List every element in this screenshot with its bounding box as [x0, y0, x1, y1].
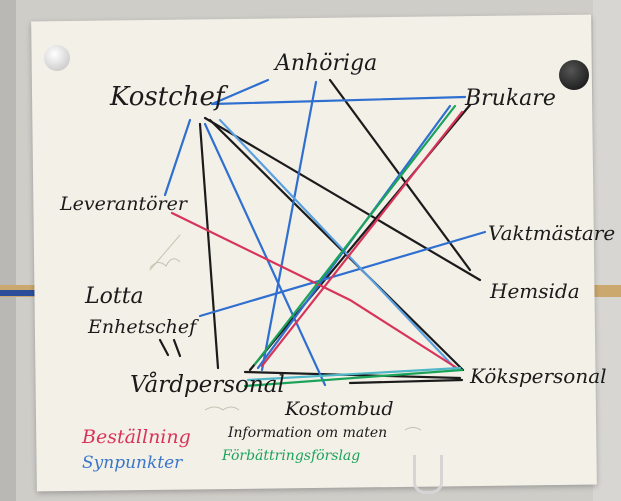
line-leverantorer-kokspersonal	[170, 211, 462, 372]
line-kostchef-anhoriga	[210, 78, 270, 106]
legend: Beställning Synpunkter Information om ma…	[81, 425, 387, 473]
connection-lines	[149, 78, 487, 388]
legend-synpunkter: Synpunkter	[82, 453, 183, 473]
node-kostombud: Kostombud	[284, 398, 394, 420]
black-magnet-icon	[559, 60, 589, 90]
legend-forbattringsforslag: Förbättringsförslag	[221, 448, 360, 464]
line-kostchef-leverantorer	[163, 118, 192, 197]
line-kostchef-vardpersonal	[198, 122, 220, 370]
pencil-scribbles	[149, 258, 422, 431]
node-hemsida: Hemsida	[489, 279, 580, 303]
node-brukare: Brukare	[464, 86, 556, 111]
node-vardpersonal: Vårdpersonal	[130, 371, 285, 398]
wall-rail-blue-strip	[0, 290, 60, 296]
wall-hook	[413, 455, 443, 494]
wall-right	[593, 0, 621, 501]
node-lotta: Lotta	[84, 284, 144, 309]
node-anhoriga: Anhöriga	[273, 51, 377, 76]
line-kostchef-hemsida	[203, 116, 482, 282]
line-vardpersonal-brukare-green	[253, 104, 457, 366]
node-enhetschef: Enhetschef	[87, 316, 199, 338]
wall-left	[0, 0, 16, 501]
line-kostchef-brukare	[210, 95, 467, 106]
line-anhoriga-vardpersonal	[260, 80, 318, 372]
legend-bestallning: Beställning	[81, 426, 191, 448]
white-pin-icon	[44, 45, 70, 71]
line-vardpersonal-kokspersonal-green	[243, 368, 464, 388]
legend-information: Information om maten	[227, 425, 387, 441]
line-kostchef-kostombud	[203, 122, 327, 387]
line-kostchef-kokspersonal	[208, 118, 465, 372]
line-vardpersonal-brukare-red	[260, 110, 464, 368]
node-kostchef: Kostchef	[109, 82, 229, 112]
node-vaktmastare: Vaktmästare	[488, 221, 615, 245]
node-kokspersonal: Kökspersonal	[469, 364, 607, 388]
line-enhetschef-vaktmastare	[198, 230, 487, 318]
node-leverantorer: Leverantörer	[59, 193, 189, 215]
node-labels: Kostchef Anhöriga Brukare Leverantörer V…	[59, 51, 615, 420]
line-kostombud-kokspersonal	[348, 378, 464, 385]
